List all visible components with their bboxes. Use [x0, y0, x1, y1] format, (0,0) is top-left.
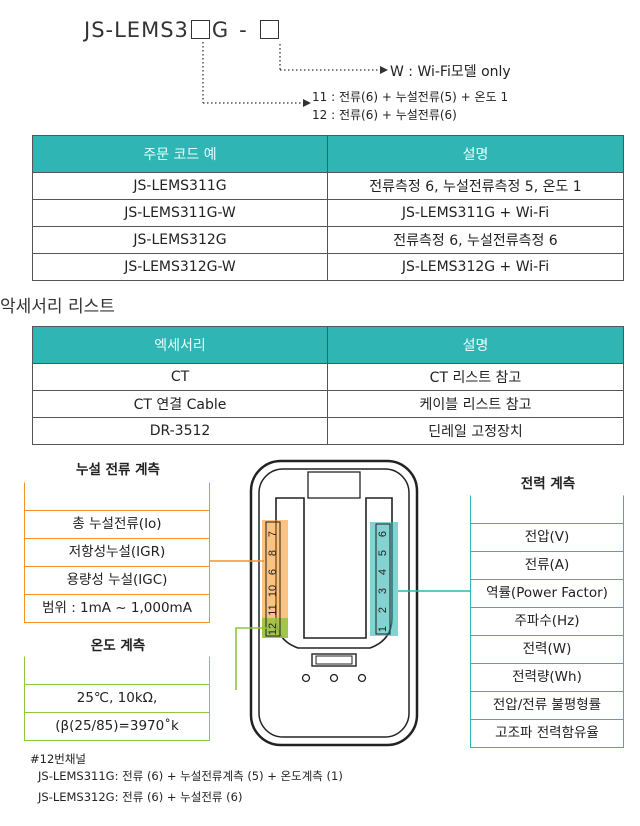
power-head: 계측항목	[470, 495, 624, 524]
model-prefix: JS-LEMS3	[84, 18, 189, 42]
power-panel-title: 전력 계측	[520, 476, 576, 492]
terminal-pin-label: 1	[377, 626, 389, 632]
list-item: 총 누설전류(Io)	[24, 511, 210, 539]
list-item: 역률(Power Factor)	[470, 580, 624, 608]
suffix-box	[259, 20, 279, 39]
temp-list: NTC 25℃, 10kΩ, (β(25/85)=3970˚k	[24, 656, 210, 741]
option-11: 11 : 전류(6) + 누설전류(5) + 온도 1	[312, 90, 509, 104]
terminal-pin-label: 5	[377, 550, 389, 556]
accessory-desc: 케이블 리스트 참고	[327, 390, 624, 418]
terminal-pin-label: 6	[377, 531, 389, 537]
list-item: 저항성누설(IGR)	[24, 539, 210, 567]
list-item: 25℃, 10kΩ,	[24, 685, 210, 713]
order-code: JS-LEMS312G-W	[32, 253, 328, 281]
list-item: (β(25/85)=3970˚k	[24, 713, 210, 741]
option-box	[190, 20, 210, 39]
leader-lines	[202, 42, 388, 107]
model-middle: G	[211, 18, 230, 42]
footnote-line-1: JS-LEMS311G: 전류 (6) + 누설전류계측 (5) + 온도계측 …	[38, 769, 343, 783]
terminal-pin-label: 8	[267, 550, 279, 556]
list-item: 전압(V)	[470, 524, 624, 552]
accessory-name: CT	[32, 363, 328, 391]
leak-panel-title: 누설 전류 계측	[76, 462, 160, 478]
terminal-pin-label: 3	[377, 588, 389, 594]
accessory-name: DR-3512	[32, 417, 328, 445]
accessory-name: CT 연결 Cable	[32, 390, 328, 418]
list-item: 전류(A)	[470, 552, 624, 580]
terminal-pin-label: 12	[267, 623, 279, 635]
temp-panel-title: 온도 계측	[90, 638, 146, 654]
terminal-pin-label: 10	[267, 585, 279, 597]
model-code: JS-LEMS3 G-	[84, 18, 281, 42]
list-item: 전력(W)	[470, 636, 624, 664]
leak-list: 계측항목 총 누설전류(Io) 저항성누설(IGR) 용량성 누설(IGC) 범…	[24, 482, 210, 623]
terminal-pin-label: 4	[377, 569, 389, 575]
terminal-pin-label: 2	[377, 607, 389, 613]
order-desc: JS-LEMS312G + Wi-Fi	[327, 253, 624, 281]
list-item: 주파수(Hz)	[470, 608, 624, 636]
terminal-pin-label: 6	[267, 569, 279, 575]
list-item: 고조파 전력함유율	[470, 720, 624, 748]
footnote-title: #12번채널	[30, 752, 87, 766]
terminal-pin-label: 7	[267, 531, 279, 537]
list-item: 용량성 누설(IGC)	[24, 567, 210, 595]
order-desc: JS-LEMS311G + Wi-Fi	[327, 199, 624, 227]
device-diagram: 7 8 6 10 11 12 6 5 4 3 2 1	[249, 459, 419, 747]
list-item: 전력량(Wh)	[470, 664, 624, 692]
accessory-section-title: 악세서리 리스트	[0, 297, 115, 317]
footnote-line-2: JS-LEMS312G: 전류 (6) + 누설전류 (6)	[38, 790, 243, 804]
option-12: 12 : 전류(6) + 누설전류(6)	[312, 108, 457, 122]
order-code: JS-LEMS312G	[32, 226, 328, 254]
order-code: JS-LEMS311G	[32, 172, 328, 200]
temp-head: NTC	[24, 656, 210, 685]
leak-head: 계측항목	[24, 482, 210, 511]
list-item: 전압/전류 불평형률	[470, 692, 624, 720]
terminal-pin-label: 11	[267, 604, 279, 615]
order-header-code: 주문 코드 예	[32, 135, 328, 173]
model-dash: -	[239, 18, 248, 42]
accessory-header-desc: 설명	[327, 326, 624, 364]
accessory-desc: 딘레일 고정장치	[327, 417, 624, 445]
power-list: 계측항목 전압(V) 전류(A) 역률(Power Factor) 주파수(Hz…	[470, 495, 624, 748]
list-item: 범위 : 1mA ~ 1,000mA	[24, 595, 210, 623]
wifi-option: W : Wi-Fi모델 only	[390, 64, 511, 80]
